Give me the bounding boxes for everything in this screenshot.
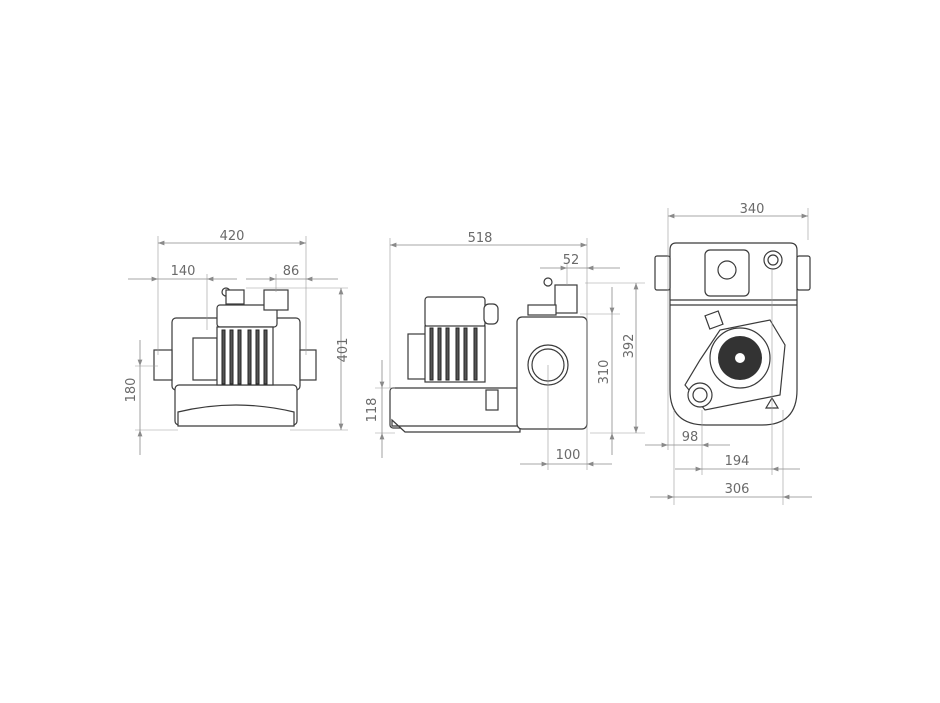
- dim-194: 194: [725, 454, 750, 469]
- dim-306: 306: [725, 482, 750, 497]
- front-view: 420 140 86 401 180: [124, 229, 351, 455]
- side-dimension-lines: [375, 238, 645, 470]
- side-pump-body: [389, 277, 588, 433]
- dim-401: 401: [336, 338, 351, 363]
- dim-140: 140: [171, 264, 196, 279]
- side-motor-fins: [429, 327, 478, 381]
- top-view: 340 98 194 306: [645, 202, 812, 505]
- side-view: 518 52 392 310 118 100: [365, 231, 645, 470]
- dim-100: 100: [556, 448, 581, 463]
- front-dimension-lines: [128, 236, 348, 455]
- dim-420: 420: [220, 229, 245, 244]
- top-pump-body: [654, 242, 811, 426]
- dim-98: 98: [682, 430, 699, 445]
- dim-118: 118: [365, 398, 380, 423]
- dim-52: 52: [563, 253, 580, 268]
- dim-340: 340: [740, 202, 765, 217]
- front-pump-body: [153, 287, 317, 427]
- dim-518: 518: [468, 231, 493, 246]
- dim-86: 86: [283, 264, 300, 279]
- dim-180: 180: [124, 378, 139, 403]
- motor-fins: [221, 329, 268, 385]
- dim-392: 392: [622, 334, 637, 359]
- top-dimension-lines: [645, 208, 812, 505]
- dim-310: 310: [597, 360, 612, 385]
